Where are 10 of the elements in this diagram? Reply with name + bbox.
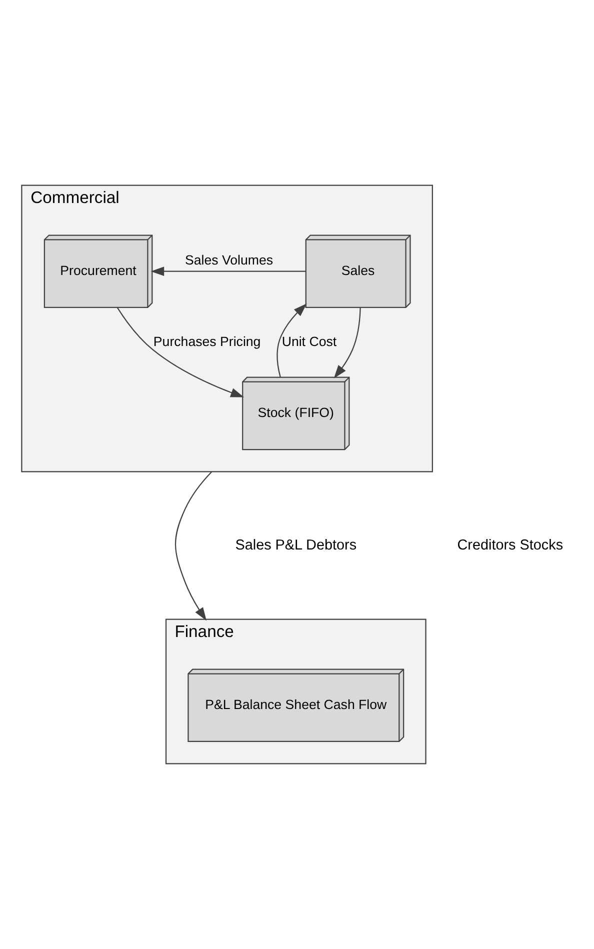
edge-label: Unit Cost bbox=[282, 334, 337, 349]
edge-label: Sales Volumes bbox=[184, 252, 274, 268]
edge-label: Purchases Pricing bbox=[153, 334, 261, 349]
arrow bbox=[150, 266, 306, 276]
arrow bbox=[334, 308, 361, 378]
label: Creditors Stocks bbox=[457, 537, 564, 554]
arrow bbox=[116, 307, 244, 398]
arrow bbox=[276, 304, 307, 378]
arrow bbox=[174, 471, 212, 621]
label: Sales P&L Debtors bbox=[235, 537, 357, 554]
